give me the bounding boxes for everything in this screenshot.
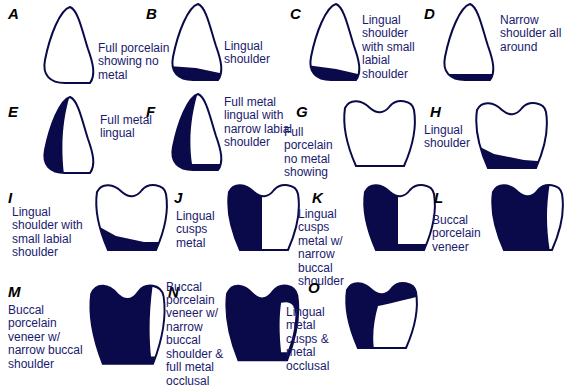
panel-letter: C [290,6,310,23]
panel-letter: O [308,280,328,297]
tooth-a [44,7,93,83]
design-note: Buccal porcelain veneer w/ narrow buccal… [166,281,224,389]
design-note: Lingual metal cusps & metal occlusal [286,306,342,373]
panel-letter: H [430,104,450,121]
design-note: Lingual cusps metal [176,210,224,250]
tooth-m [88,282,168,366]
tooth-b [168,4,224,82]
panel-letter: B [146,6,166,23]
design-note: Lingual shoulder [224,40,284,67]
panel-letter: A [8,6,28,23]
panel-letter: I [8,190,28,207]
panel-letter: E [8,104,28,121]
design-note: Full porcelain no metal showing [284,126,340,180]
design-note: Buccal porcelain veneer [432,214,488,254]
panel-letter: D [424,6,444,23]
design-note: Lingual shoulder with small labial shoul… [12,206,88,260]
panel-letter: J [174,190,194,207]
panel-letter: K [312,190,332,207]
tooth-o [344,280,420,350]
tooth-d [440,4,496,82]
tooth-e [40,95,93,175]
design-note: Buccal porcelain veneer w/ narrow buccal… [8,304,84,371]
design-note: Narrow shoulder all around [500,14,564,54]
panel-letter: F [146,104,166,121]
design-note: Full porcelain showing no metal [98,42,178,82]
design-note: Lingual cusps metal w/ narrow buccal sho… [298,208,360,289]
panel-letter: M [8,284,28,301]
design-note: Lingual shoulder [424,124,474,151]
tooth-f [168,92,224,172]
tooth-i [94,185,170,252]
panel-letter: G [296,104,316,121]
tooth-c [306,4,362,82]
design-note: Full metal lingual [100,114,166,141]
tooth-h [474,103,550,170]
tooth-l [490,182,563,252]
tooth-k [362,182,438,252]
panel-letter: L [434,190,454,207]
design-note: Lingual shoulder with small labial shoul… [362,14,426,81]
tooth-j [226,182,299,252]
tooth-g [344,101,415,166]
